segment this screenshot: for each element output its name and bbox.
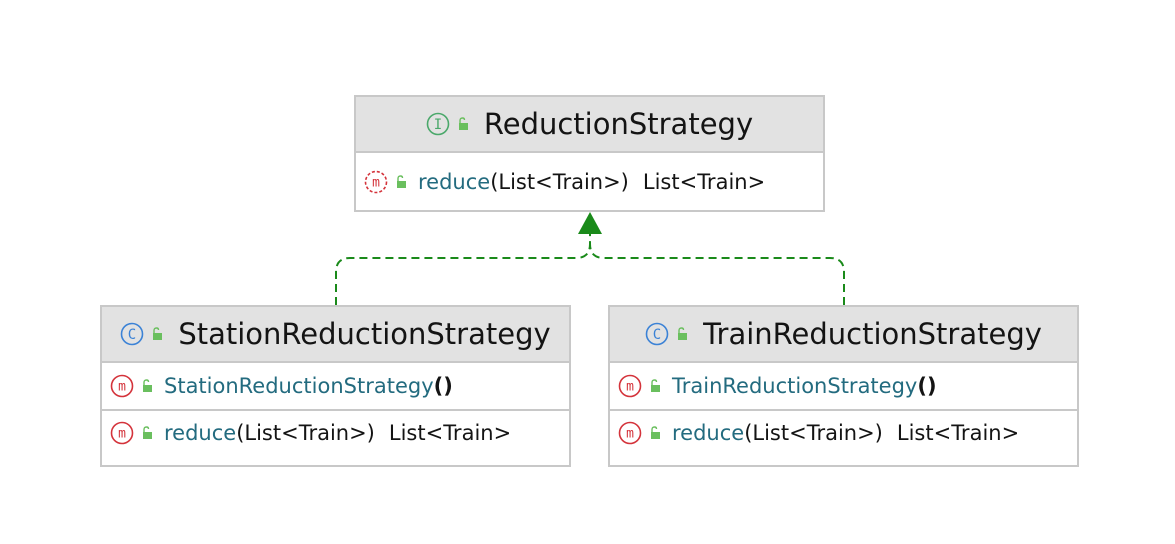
method-return-type: List<Train>: [896, 421, 1020, 445]
method-return-type: List<Train>: [642, 169, 766, 194]
public-lock-icon: [458, 117, 468, 130]
class-header: C TrainReductionStrategy: [610, 307, 1077, 363]
class-name: StationReductionStrategy: [178, 317, 551, 351]
constructor-signature: TrainReductionStrategy(): [672, 374, 937, 398]
interface-icon: I: [426, 112, 450, 136]
class-name: TrainReductionStrategy: [703, 317, 1042, 351]
method-icon: m: [618, 374, 642, 398]
constructor-row[interactable]: m TrainReductionStrategy(): [610, 363, 1077, 409]
realization-edge-train: [589, 243, 845, 305]
public-lock-icon: [397, 174, 406, 188]
interface-header: I ReductionStrategy: [356, 97, 823, 153]
svg-text:C: C: [128, 327, 136, 343]
constructor-params: (): [917, 374, 937, 398]
method-icon: m: [110, 421, 134, 445]
svg-text:m: m: [372, 175, 380, 190]
method-icon: m: [110, 374, 134, 398]
method-name: reduce: [164, 421, 237, 445]
method-name: reduce: [418, 169, 491, 194]
method-name: reduce: [672, 421, 745, 445]
method-signature: reduce(List<Train>) List<Train>: [672, 421, 1019, 445]
method-signature: reduce(List<Train>) List<Train>: [164, 421, 511, 445]
interface-method-row[interactable]: m reduce(List<Train>) List<Train>: [356, 153, 823, 210]
svg-text:m: m: [118, 427, 126, 442]
public-lock-icon: [651, 379, 660, 392]
class-trainreductionstrategy[interactable]: C TrainReductionStrategy m TrainReductio…: [608, 305, 1079, 467]
public-lock-icon: [678, 327, 688, 340]
realization-arrowhead: [578, 212, 602, 234]
constructor-params: (): [433, 374, 453, 398]
class-header: C StationReductionStrategy: [102, 307, 569, 363]
public-lock-icon: [651, 426, 660, 439]
svg-text:I: I: [434, 117, 442, 133]
public-lock-icon: [143, 426, 152, 439]
constructor-name: TrainReductionStrategy: [672, 374, 918, 398]
method-row[interactable]: m reduce(List<Train>) List<Train>: [102, 409, 569, 455]
method-params: (List<Train>): [236, 421, 375, 445]
abstract-method-icon: m: [364, 170, 388, 193]
class-icon: C: [645, 322, 669, 346]
realization-edge-station: [335, 232, 591, 305]
public-lock-icon: [143, 379, 152, 392]
svg-text:m: m: [626, 380, 634, 395]
public-lock-icon: [153, 327, 163, 340]
class-icon: C: [121, 322, 144, 346]
method-return-type: List<Train>: [388, 421, 512, 445]
method-row[interactable]: m reduce(List<Train>) List<Train>: [610, 409, 1077, 455]
svg-text:m: m: [118, 380, 126, 395]
svg-text:C: C: [653, 327, 661, 343]
class-stationreductionstrategy[interactable]: C StationReductionStrategy m StationRedu…: [100, 305, 571, 467]
constructor-name: StationReductionStrategy: [164, 374, 434, 398]
interface-name: ReductionStrategy: [483, 107, 754, 141]
method-params: (List<Train>): [744, 421, 883, 445]
constructor-signature: StationReductionStrategy(): [164, 374, 453, 398]
interface-reductionstrategy[interactable]: I ReductionStrategy m reduce(List<Train>…: [354, 95, 825, 212]
method-signature: reduce(List<Train>) List<Train>: [418, 170, 765, 194]
svg-text:m: m: [626, 427, 634, 442]
constructor-row[interactable]: m StationReductionStrategy(): [102, 363, 569, 409]
method-icon: m: [618, 421, 642, 445]
method-params: (List<Train>): [490, 169, 629, 194]
